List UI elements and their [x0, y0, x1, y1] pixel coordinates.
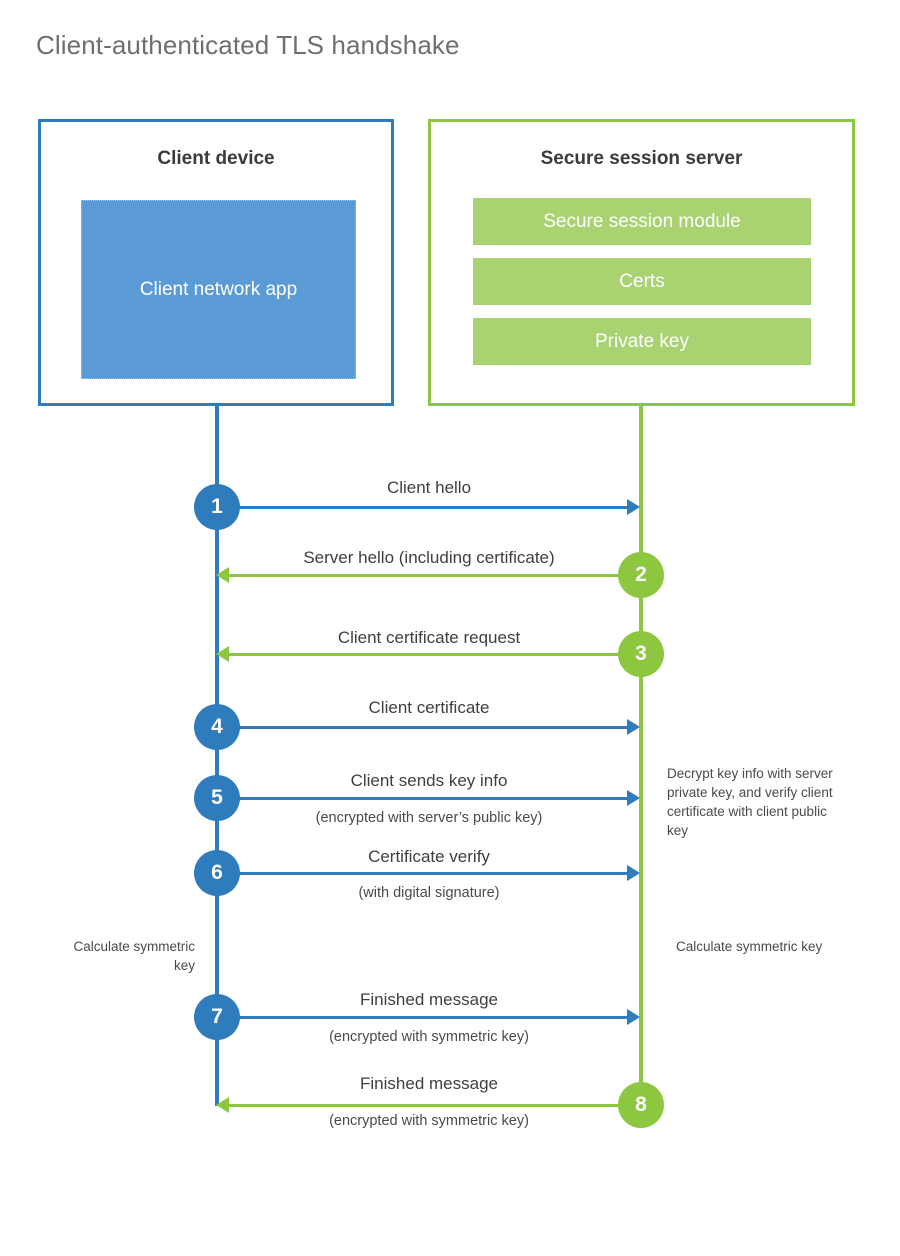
step-5-circle: 5 [194, 775, 240, 821]
step-2-circle: 2 [618, 552, 664, 598]
server-component-certs: Certs [473, 258, 811, 305]
step-6-sublabel: (with digital signature) [358, 885, 500, 901]
step-5-sublabel: (encrypted with server’s public key) [315, 810, 543, 826]
step-2-label: Server hello (including certificate) [303, 548, 555, 567]
step-7-arrow-head-icon [627, 1009, 640, 1025]
secure-session-server-title: Secure session server [540, 148, 743, 169]
server-component-secure-session-module: Secure session module [473, 198, 811, 245]
client-device-box: Client device Client network app [38, 119, 394, 406]
step-7-arrow-line [217, 1016, 629, 1019]
step-6-circle: 6 [194, 850, 240, 896]
server-components-list: Secure session module Certs Private key [473, 198, 811, 365]
server-decrypt-note: Decrypt key info with server private key… [667, 766, 833, 839]
step-3-circle: 3 [618, 631, 664, 677]
step-8-label: Finished message [360, 1074, 498, 1093]
step-4-circle: 4 [194, 704, 240, 750]
step-4-arrow-head-icon [627, 719, 640, 735]
step-5-arrow-head-icon [627, 790, 640, 806]
step-5-arrow-line [217, 797, 629, 800]
step-3-arrow-line [228, 653, 641, 656]
secure-session-server-box: Secure session server Secure session mod… [428, 119, 855, 406]
step-7-sublabel: (encrypted with symmetric key) [329, 1029, 529, 1045]
step-2-arrow-line [228, 574, 641, 577]
step-2-arrow-head-icon [216, 567, 229, 583]
step-3-label: Client certificate request [337, 628, 521, 647]
step-8-arrow-line [228, 1104, 641, 1107]
client-calculate-symmetric-key-note: Calculate symmetric key [73, 939, 195, 974]
client-network-app-block: Client network app [81, 200, 356, 379]
client-device-title: Client device [157, 148, 275, 169]
step-7-circle: 7 [194, 994, 240, 1040]
page-title: Client-authenticated TLS handshake [36, 30, 460, 60]
step-1-label: Client hello [386, 478, 472, 497]
step-1-circle: 1 [194, 484, 240, 530]
client-lifeline [215, 406, 219, 1106]
step-5-label: Client sends key info [350, 771, 508, 790]
step-6-label: Certificate verify [368, 847, 490, 866]
step-6-arrow-head-icon [627, 865, 640, 881]
server-calculate-symmetric-key-note: Calculate symmetric key [676, 939, 823, 954]
step-4-label: Client certificate [368, 698, 490, 717]
step-1-arrow-head-icon [627, 499, 640, 515]
step-1-arrow-line [217, 506, 629, 509]
step-3-arrow-head-icon [216, 646, 229, 662]
server-lifeline [639, 406, 643, 1106]
step-8-circle: 8 [618, 1082, 664, 1128]
step-4-arrow-line [217, 726, 629, 729]
step-8-sublabel: (encrypted with symmetric key) [329, 1113, 529, 1129]
step-8-arrow-head-icon [216, 1097, 229, 1113]
server-component-private-key: Private key [473, 318, 811, 365]
step-6-arrow-line [217, 872, 629, 875]
step-7-label: Finished message [360, 990, 498, 1009]
